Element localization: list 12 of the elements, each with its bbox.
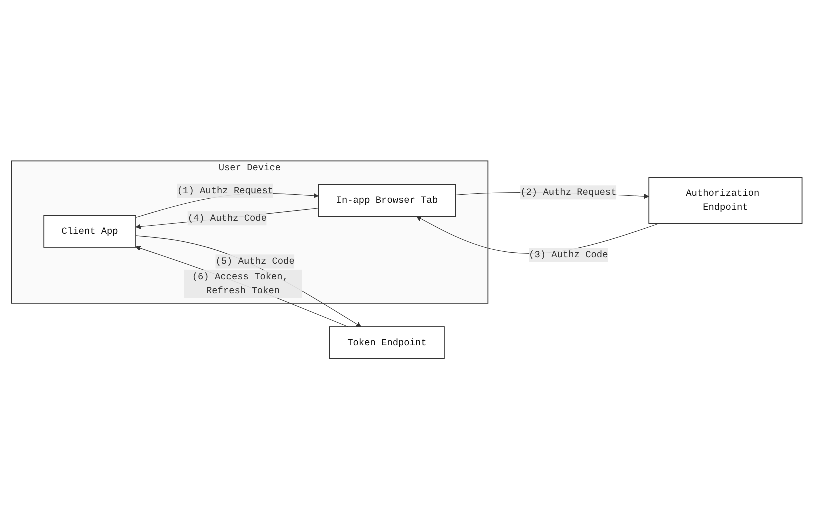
arrow xyxy=(136,208,319,230)
arrow xyxy=(136,246,349,328)
edge-label: (2) Authz Request xyxy=(520,187,617,198)
node-box: Token Endpoint xyxy=(330,326,445,360)
edge-label: (4) Authz Code xyxy=(188,213,267,224)
edge-label: (1) Authz Request xyxy=(177,186,274,196)
edge-label: (5) Authz Code xyxy=(216,256,295,268)
edge-label: (6) Access Token, Refresh Token xyxy=(192,272,289,296)
node-box: Client App xyxy=(44,215,136,248)
node-box: In-app Browser Tab xyxy=(318,184,456,217)
node-box: Authorization Endpoint xyxy=(648,177,803,224)
edge-label: (3) Authz Code xyxy=(529,250,608,260)
